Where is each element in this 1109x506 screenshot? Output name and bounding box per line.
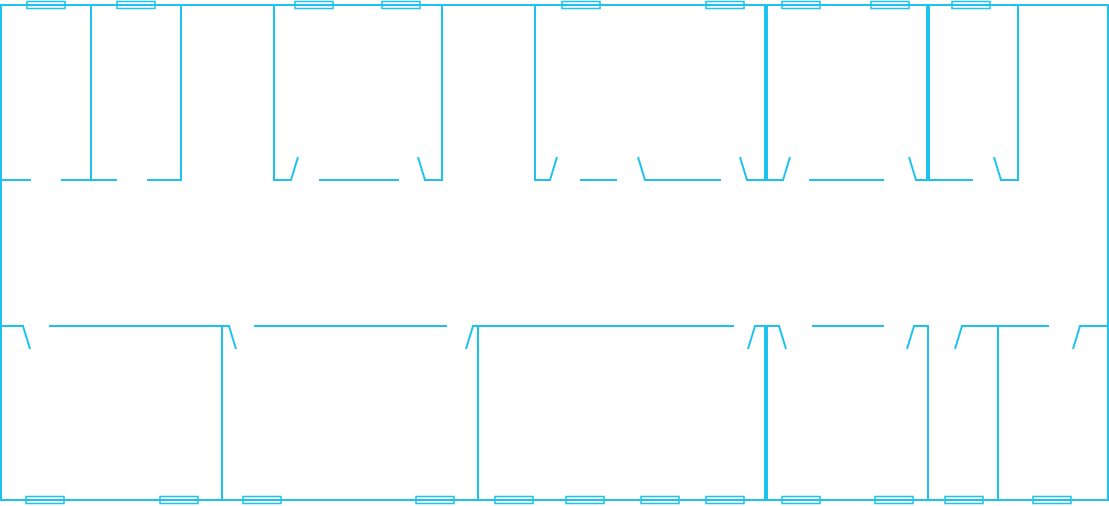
door-bottom-4	[747, 325, 756, 350]
window-bottom-3	[242, 495, 282, 505]
door-bottom-3	[465, 325, 474, 350]
door-bottom-2	[228, 325, 237, 350]
door-top-4	[637, 156, 646, 181]
window-top-9	[951, 0, 991, 10]
door-top-6	[782, 156, 791, 181]
window-bottom-8	[705, 495, 745, 505]
door-top-3	[549, 156, 558, 181]
window-bottom-12	[1032, 495, 1072, 505]
windows-layer	[25, 0, 1072, 505]
walls-layer	[0, 4, 1109, 501]
window-top-7	[781, 0, 821, 10]
window-bottom-7	[640, 495, 680, 505]
window-top-4	[381, 0, 421, 10]
window-bottom-10	[874, 495, 914, 505]
window-top-8	[870, 0, 910, 10]
window-bottom-11	[944, 495, 984, 505]
window-bottom-6	[565, 495, 605, 505]
door-bottom-8	[1072, 325, 1081, 350]
window-top-3	[294, 0, 334, 10]
door-bottom-6	[906, 325, 915, 350]
door-bottom-5	[778, 325, 787, 350]
window-top-2	[116, 0, 156, 10]
window-bottom-2	[159, 495, 199, 505]
window-bottom-5	[494, 495, 534, 505]
door-bottom-7	[954, 325, 963, 350]
window-bottom-1	[25, 495, 65, 505]
window-top-6	[705, 0, 745, 10]
door-top-2	[417, 156, 426, 181]
door-top-1	[290, 156, 299, 181]
window-top-1	[26, 0, 66, 10]
window-top-5	[561, 0, 601, 10]
door-top-7	[908, 156, 917, 181]
door-top-5	[739, 156, 748, 181]
window-bottom-4	[415, 495, 455, 505]
door-top-8	[993, 156, 1002, 181]
window-bottom-9	[781, 495, 821, 505]
doors-layer	[22, 156, 1081, 350]
door-bottom-1	[22, 325, 31, 350]
